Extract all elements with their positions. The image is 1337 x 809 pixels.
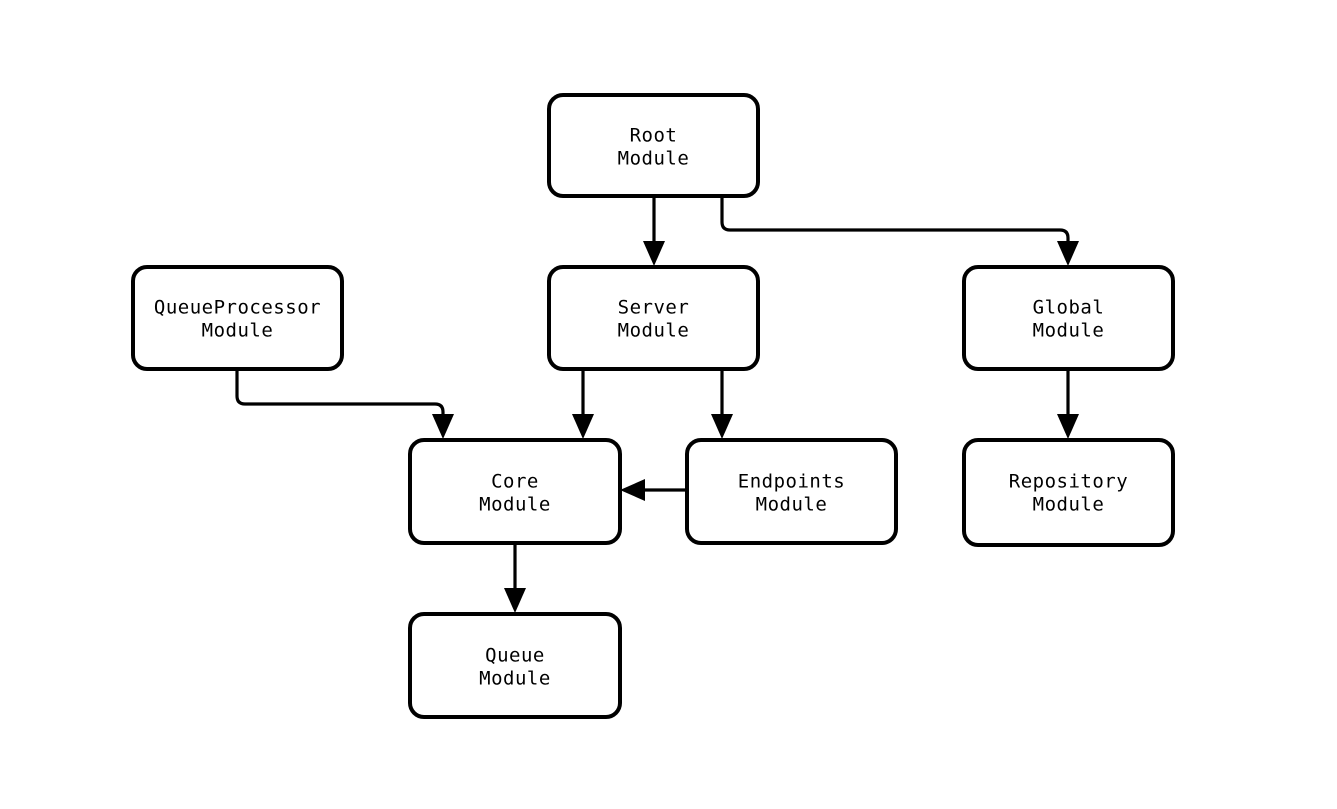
node-endpoints-module-box[interactable] [685,438,898,545]
node-endpoints-module[interactable]: Endpoints Module [685,438,898,545]
node-root-module[interactable]: Root Module [547,93,760,198]
edge-endpoints-to-core [620,479,687,501]
node-repository-module-label-line2: Module [1033,494,1105,516]
node-endpoints-module-label-line2: Module [756,494,828,516]
edge-root-to-global-arrowhead [1057,241,1079,266]
node-layer: Root Module QueueProcessor Module Server… [131,93,1175,719]
edge-root-to-global-line [720,196,1070,249]
node-queueprocessor-module-label-line1: QueueProcessor [154,297,321,319]
node-core-module-label-line2: Module [479,494,551,516]
node-core-module[interactable]: Core Module [408,438,622,545]
edge-queueprocessor-to-core [235,369,454,439]
edge-root-to-server [643,196,665,266]
edge-queueprocessor-to-core-line [235,369,445,422]
edge-layer [235,196,1079,613]
node-global-module-label-line1: Global [1033,297,1105,319]
node-server-module-box[interactable] [547,265,760,371]
node-queueprocessor-module-box[interactable] [131,265,344,371]
edge-queueprocessor-to-core-arrowhead [432,414,454,439]
node-repository-module-box[interactable] [962,438,1175,547]
node-endpoints-module-label-line1: Endpoints [738,471,845,493]
node-root-module-label-line2: Module [618,148,690,170]
edge-server-to-endpoints-arrowhead [711,414,733,439]
edge-server-to-core-arrowhead [572,414,594,439]
edge-global-to-repository [1057,369,1079,439]
edge-endpoints-to-core-arrowhead [620,479,645,501]
node-queueprocessor-module-label-line2: Module [202,320,274,342]
edge-core-to-queue [504,543,526,613]
node-repository-module[interactable]: Repository Module [962,438,1175,547]
edge-root-to-global [720,196,1079,266]
node-queue-module[interactable]: Queue Module [408,612,622,719]
node-server-module-label-line1: Server [618,297,690,319]
node-server-module[interactable]: Server Module [547,265,760,371]
node-global-module[interactable]: Global Module [962,265,1175,371]
node-global-module-label-line2: Module [1033,320,1105,342]
node-queue-module-label-line2: Module [479,668,551,690]
edge-global-to-repository-arrowhead [1057,414,1079,439]
edge-root-to-server-arrowhead [643,241,665,266]
node-root-module-box[interactable] [547,93,760,198]
node-queue-module-box[interactable] [408,612,622,719]
edge-server-to-core [572,369,594,439]
node-core-module-label-line1: Core [491,471,539,493]
edge-server-to-endpoints [711,369,733,439]
node-queueprocessor-module[interactable]: QueueProcessor Module [131,265,344,371]
node-queue-module-label-line1: Queue [485,645,545,667]
node-core-module-box[interactable] [408,438,622,545]
node-global-module-box[interactable] [962,265,1175,371]
node-repository-module-label-line1: Repository [1009,471,1128,493]
node-server-module-label-line2: Module [618,320,690,342]
edge-core-to-queue-arrowhead [504,588,526,613]
node-root-module-label-line1: Root [630,125,678,147]
